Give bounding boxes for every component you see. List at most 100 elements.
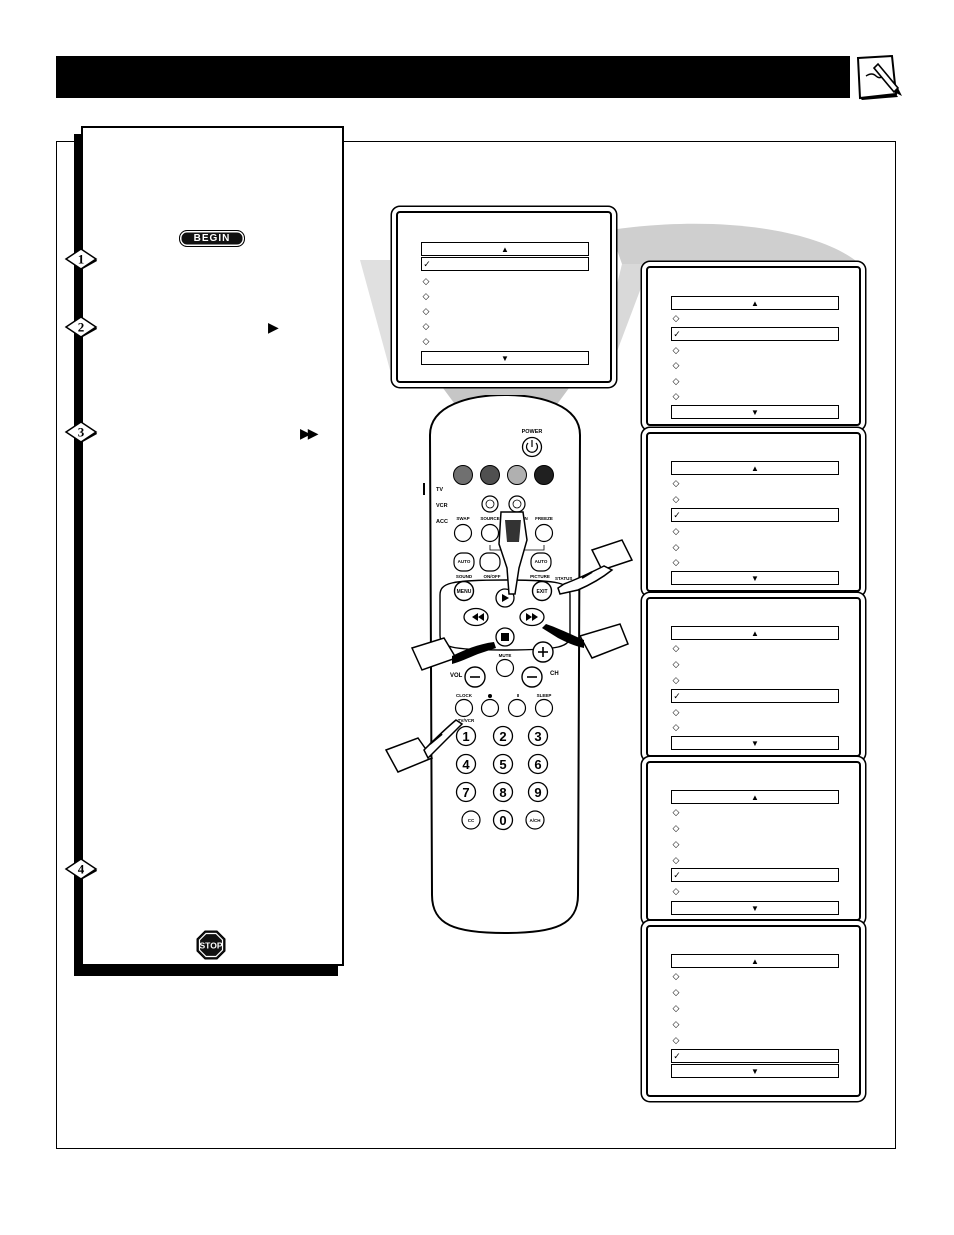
source-button[interactable]: [480, 523, 500, 543]
top-menu-row-6[interactable]: ◇: [422, 335, 430, 346]
menu-screen-4: [646, 761, 861, 921]
screen4-row-5[interactable]: ✓: [671, 868, 839, 882]
digit-7-button[interactable]: [455, 781, 477, 803]
screen5-row-3[interactable]: ◇: [672, 1002, 680, 1013]
auto-sound-button[interactable]: [453, 552, 475, 572]
power-button[interactable]: [521, 436, 543, 458]
menu-screen-2: [646, 432, 861, 592]
begin-badge: BEGIN: [179, 230, 245, 247]
vol-minus-button[interactable]: [464, 666, 486, 688]
menu-button[interactable]: MENU: [453, 580, 475, 602]
screen5-up-bar[interactable]: ▲: [671, 954, 839, 968]
digit-1-label: 1: [462, 729, 469, 744]
digit-9-button[interactable]: [527, 781, 549, 803]
cc-button[interactable]: [461, 810, 481, 830]
step-4-number: 4: [78, 862, 85, 877]
screen1-row-6[interactable]: ◇: [672, 390, 680, 401]
digit-4-button[interactable]: [455, 753, 477, 775]
screen1-row-5[interactable]: ◇: [672, 375, 680, 386]
cursor-left-button[interactable]: [463, 607, 489, 627]
top-menu-row-4[interactable]: ◇: [422, 305, 430, 316]
screen3-row-2[interactable]: ◇: [672, 658, 680, 669]
screen4-row-6[interactable]: ◇: [672, 885, 680, 896]
screen3-row-3[interactable]: ◇: [672, 674, 680, 685]
exit-button[interactable]: EXIT: [531, 580, 553, 602]
cursor-right-button[interactable]: [519, 607, 545, 627]
sleep-button[interactable]: [534, 698, 554, 718]
ach-label: A/CH: [530, 818, 541, 823]
top-menu-up-bar[interactable]: ▲: [421, 242, 589, 256]
smart-sound-button[interactable]: [508, 495, 526, 513]
screen3-row-5[interactable]: ◇: [672, 706, 680, 717]
ch-minus-button[interactable]: [521, 666, 543, 688]
digit-3-label: 3: [534, 729, 541, 744]
mute-button[interactable]: [495, 658, 515, 678]
screen5-row-1[interactable]: ◇: [672, 970, 680, 981]
screen1-up-bar[interactable]: ▲: [671, 296, 839, 310]
screen2-row-4[interactable]: ◇: [672, 525, 680, 536]
digit-2-button[interactable]: [492, 725, 514, 747]
screen3-row-6[interactable]: ◇: [672, 721, 680, 732]
digit-3-button[interactable]: [527, 725, 549, 747]
smart-picture-button[interactable]: [481, 495, 499, 513]
hand-pointer-up-icon: [498, 511, 528, 595]
hand-pointer-ff-icon: [542, 623, 629, 659]
sound-label: SOUND: [456, 574, 473, 579]
screen4-row-2[interactable]: ◇: [672, 822, 680, 833]
cursor-down-button[interactable]: [495, 627, 515, 647]
screen1-down-bar[interactable]: ▼: [671, 405, 839, 419]
record-button[interactable]: [480, 698, 500, 718]
digit-5-button[interactable]: [492, 753, 514, 775]
auto-picture-button[interactable]: [530, 552, 552, 572]
yellow-key[interactable]: [507, 465, 527, 485]
screen5-down-bar[interactable]: ▼: [671, 1064, 839, 1078]
screen1-row-4[interactable]: ◇: [672, 359, 680, 370]
green-key[interactable]: [480, 465, 500, 485]
top-menu-row-3[interactable]: ◇: [422, 290, 430, 301]
freeze-button[interactable]: [534, 523, 554, 543]
screen2-row-5[interactable]: ◇: [672, 541, 680, 552]
screen1-row-3[interactable]: ◇: [672, 344, 680, 355]
screen2-row-6[interactable]: ◇: [672, 556, 680, 567]
pause-button[interactable]: [507, 698, 527, 718]
screen2-row-2[interactable]: ◇: [672, 493, 680, 504]
screen3-up-bar[interactable]: ▲: [671, 626, 839, 640]
screen5-row-2[interactable]: ◇: [672, 986, 680, 997]
screen3-down-bar[interactable]: ▼: [671, 736, 839, 750]
screen5-row-5[interactable]: ◇: [672, 1034, 680, 1045]
screen2-row-1[interactable]: ◇: [672, 477, 680, 488]
screen4-row-3[interactable]: ◇: [672, 838, 680, 849]
top-menu-row-5[interactable]: ◇: [422, 320, 430, 331]
ch-plus-button[interactable]: [532, 641, 554, 663]
sleep-label: SLEEP: [537, 693, 552, 698]
screen1-row-2[interactable]: ✓: [671, 327, 839, 341]
blue-key[interactable]: [534, 465, 554, 485]
screen4-row-1[interactable]: ◇: [672, 806, 680, 817]
screen5-row-4[interactable]: ◇: [672, 1018, 680, 1029]
top-menu-down-bar[interactable]: ▼: [421, 351, 589, 365]
digit-6-button[interactable]: [527, 753, 549, 775]
screen3-row-1[interactable]: ◇: [672, 642, 680, 653]
digit-8-button[interactable]: [492, 781, 514, 803]
top-menu-row-2[interactable]: ◇: [422, 275, 430, 286]
pip-on-off-button[interactable]: [479, 552, 501, 572]
ach-button[interactable]: [525, 810, 545, 830]
red-key[interactable]: [453, 465, 473, 485]
clock-button[interactable]: [454, 698, 474, 718]
digit-1-button[interactable]: [455, 725, 477, 747]
top-menu-row-1[interactable]: ✓: [421, 257, 589, 271]
screen2-up-bar[interactable]: ▲: [671, 461, 839, 475]
digit-0-button[interactable]: [492, 809, 514, 831]
on-off-label: ON/OFF: [484, 574, 501, 579]
mode-vcr-label: VCR: [436, 503, 448, 509]
swap-button[interactable]: [453, 523, 473, 543]
step-2-number: 2: [78, 320, 85, 335]
screen5-row-6[interactable]: ✓: [671, 1049, 839, 1063]
screen1-row-1[interactable]: ◇: [672, 312, 680, 323]
screen2-down-bar[interactable]: ▼: [671, 571, 839, 585]
screen4-up-bar[interactable]: ▲: [671, 790, 839, 804]
screen3-row-4[interactable]: ✓: [671, 689, 839, 703]
screen4-down-bar[interactable]: ▼: [671, 901, 839, 915]
screen2-row-3[interactable]: ✓: [671, 508, 839, 522]
screen4-row-4[interactable]: ◇: [672, 854, 680, 865]
